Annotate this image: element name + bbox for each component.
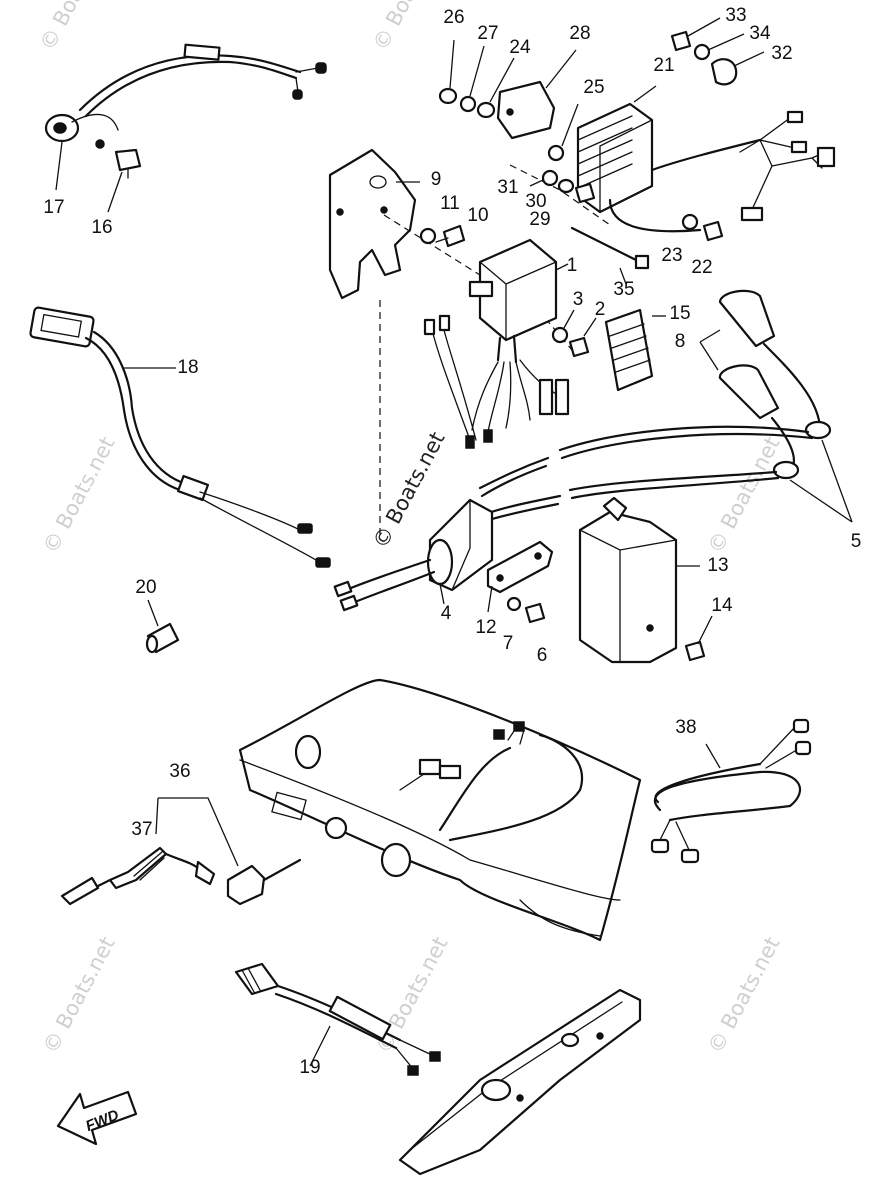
callout-15: 15: [669, 303, 690, 324]
part-35-cable-tie: [570, 226, 650, 285]
callout-13: 13: [707, 555, 728, 576]
callout-18: 18: [177, 357, 198, 378]
callout-4: 4: [441, 603, 452, 624]
callout-1: 1: [567, 255, 578, 276]
callout-3: 3: [573, 289, 584, 310]
callout-24: 24: [509, 37, 531, 58]
callout-33: 33: [725, 5, 746, 26]
callout-17: 17: [43, 197, 64, 218]
callout-2: 2: [595, 299, 606, 320]
callout-32: 32: [771, 43, 792, 64]
part-10-11-bolt: [419, 224, 466, 248]
callout-16: 16: [91, 217, 112, 238]
callout-10: 10: [467, 205, 488, 226]
callout-14: 14: [711, 595, 733, 616]
callout-31: 31: [497, 177, 518, 198]
callout-27: 27: [477, 23, 498, 44]
watermark-5: © Boats.net: [38, 933, 119, 1057]
part-21-rectifier-regulator: [547, 85, 836, 233]
callout-28: 28: [569, 23, 590, 44]
part-29-31-fasteners: [529, 169, 596, 204]
part-19-trim-sender: [234, 962, 441, 1076]
callout-22: 22: [691, 257, 712, 278]
part-9-bracket: [328, 148, 420, 300]
part-4-ignition-coil: [333, 498, 494, 612]
callout-9: 9: [431, 169, 442, 190]
assembly-line-3: [509, 164, 611, 226]
part-20-sleeve: [145, 599, 180, 654]
callout-12: 12: [475, 617, 496, 638]
callout-6: 6: [537, 645, 548, 666]
bottom-cowling: [238, 678, 642, 942]
part-15-terminal-block: [604, 308, 666, 392]
watermark-4: © Boats.net: [703, 433, 784, 557]
part-22-23-fasteners: [681, 213, 724, 242]
callout-26: 26: [443, 7, 464, 28]
callout-34: 34: [749, 23, 771, 44]
part-5-ht-leads: [478, 342, 853, 524]
watermark-1: © Boats.net: [35, 0, 116, 54]
part-17-cable-assembly: [44, 43, 327, 213]
part-24-28-bracket: [438, 39, 577, 140]
callout-25: 25: [583, 77, 604, 98]
watermark-layer: © Boats.net © Boats.net © Boats.net © Bo…: [35, 0, 784, 1057]
callout-38: 38: [675, 717, 696, 738]
callout-19: 19: [299, 1057, 320, 1078]
part-36-37-stop-switch: [60, 797, 302, 906]
part-8-plug-caps: [699, 289, 780, 420]
lower-bracket: [398, 988, 642, 1176]
part-32-34-clamp: [670, 17, 765, 86]
callout-7: 7: [503, 633, 514, 654]
callout-23: 23: [661, 245, 682, 266]
callout-11: 11: [440, 193, 460, 214]
callout-37: 37: [131, 819, 152, 840]
part-13-cover: [578, 496, 713, 664]
callout-21: 21: [653, 55, 674, 76]
callout-30: 30: [525, 191, 546, 212]
callout-36: 36: [169, 761, 190, 782]
callout-35: 35: [613, 279, 634, 300]
part-2-3-fasteners: [551, 309, 597, 358]
callout-29: 29: [529, 209, 550, 230]
callout-8: 8: [675, 331, 686, 352]
assembly-line-1: [383, 214, 481, 276]
watermark-2: © Boats.net: [368, 0, 449, 54]
part-1-cdi-unit: [423, 238, 570, 449]
watermark-7: © Boats.net: [703, 933, 784, 1057]
watermark-3: © Boats.net: [38, 433, 119, 557]
callout-20: 20: [135, 577, 156, 598]
part-18-harness: [29, 306, 331, 568]
callout-5: 5: [851, 531, 862, 552]
part-38-lead-wire: [650, 718, 812, 864]
assembly-line-4: [529, 299, 573, 351]
fwd-direction-badge: FWD: [56, 1090, 138, 1146]
part-6-7-12-bracket: [486, 540, 554, 624]
